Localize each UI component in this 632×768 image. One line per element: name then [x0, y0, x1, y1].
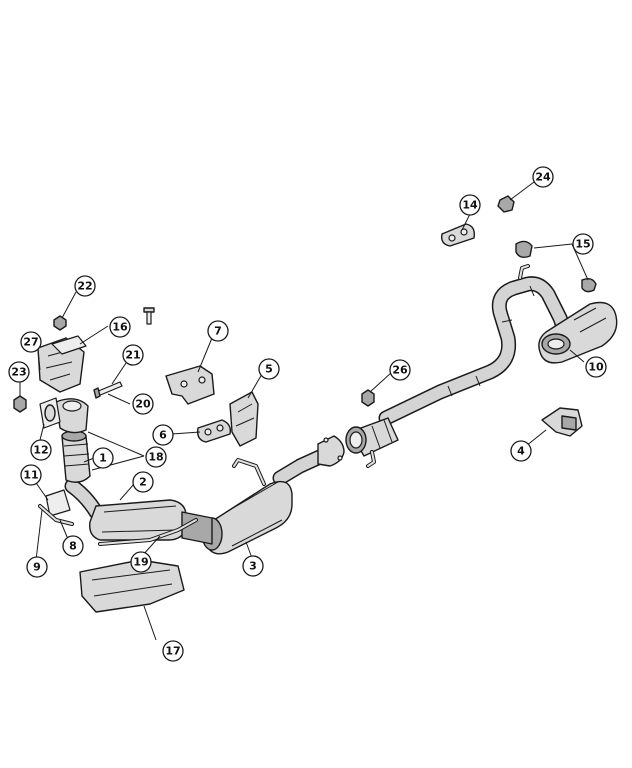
- callout-17: 17: [162, 640, 184, 662]
- svg-text:14: 14: [462, 199, 478, 212]
- svg-text:6: 6: [159, 429, 167, 442]
- callout-24: 24: [532, 166, 554, 188]
- callout-2: 2: [132, 471, 154, 493]
- rear-muffler: [538, 301, 618, 364]
- svg-text:24: 24: [535, 171, 551, 184]
- clamp-bracket: [38, 489, 74, 526]
- svg-text:23: 23: [11, 366, 26, 379]
- svg-text:2: 2: [139, 476, 147, 489]
- intermediate-pipe: [232, 435, 345, 486]
- stud-20-21: [93, 381, 123, 399]
- callout-4: 4: [510, 440, 532, 462]
- callout-16: 16: [109, 316, 131, 338]
- callout-23: 23: [8, 361, 30, 383]
- svg-text:18: 18: [148, 451, 163, 464]
- bracket-4: [541, 407, 583, 437]
- pipe-flange-joint: [345, 417, 399, 468]
- isolator-14: [440, 223, 476, 247]
- callout-1: 1: [92, 447, 114, 469]
- catalytic-converter: [55, 398, 91, 483]
- svg-text:20: 20: [135, 398, 151, 411]
- svg-text:26: 26: [392, 364, 408, 377]
- svg-text:7: 7: [214, 325, 222, 338]
- callout-11: 11: [20, 464, 42, 486]
- callout-7: 7: [207, 320, 229, 342]
- svg-text:15: 15: [575, 238, 590, 251]
- callout-15: 15: [572, 233, 594, 255]
- nut-22: [53, 315, 67, 331]
- callout-3: 3: [242, 555, 264, 577]
- callout-22: 22: [74, 275, 96, 297]
- center-muffler: [201, 480, 293, 555]
- svg-text:21: 21: [125, 349, 140, 362]
- front-converter: [64, 478, 213, 546]
- svg-text:9: 9: [33, 561, 41, 574]
- callout-21: 21: [122, 344, 144, 366]
- bolt-top: [143, 307, 155, 325]
- svg-text:1: 1: [99, 452, 107, 465]
- svg-text:5: 5: [265, 363, 273, 376]
- nut-23: [13, 395, 27, 413]
- callout-5: 5: [258, 358, 280, 380]
- bracket-5: [229, 391, 259, 447]
- gasket: [39, 397, 61, 429]
- svg-text:27: 27: [23, 336, 38, 349]
- callout-9: 9: [26, 556, 48, 578]
- svg-text:4: 4: [517, 445, 525, 458]
- callout-14: 14: [459, 194, 481, 216]
- callout-8: 8: [62, 535, 84, 557]
- exhaust-pipe-rear: [378, 264, 571, 426]
- callout-19: 19: [130, 551, 152, 573]
- upper-heat-shield: [37, 335, 87, 393]
- callout-18: 18: [145, 446, 167, 468]
- svg-text:17: 17: [165, 645, 180, 658]
- isolator-15: [515, 240, 597, 293]
- nut-26: [361, 389, 375, 407]
- svg-text:8: 8: [69, 540, 77, 553]
- svg-text:3: 3: [249, 560, 257, 573]
- callout-26: 26: [389, 359, 411, 381]
- callout-20: 20: [132, 393, 154, 415]
- svg-text:10: 10: [588, 361, 604, 374]
- svg-text:19: 19: [133, 556, 148, 569]
- svg-text:11: 11: [23, 469, 38, 482]
- lower-heat-shield: [79, 559, 185, 613]
- callout-27: 27: [20, 331, 42, 353]
- callout-10: 10: [585, 356, 607, 378]
- hanger-6: [196, 419, 232, 443]
- callout-6: 6: [152, 424, 174, 446]
- svg-text:22: 22: [77, 280, 92, 293]
- svg-text:12: 12: [33, 444, 48, 457]
- bracket-7: [165, 365, 215, 405]
- callout-12: 12: [30, 439, 52, 461]
- svg-text:16: 16: [112, 321, 128, 334]
